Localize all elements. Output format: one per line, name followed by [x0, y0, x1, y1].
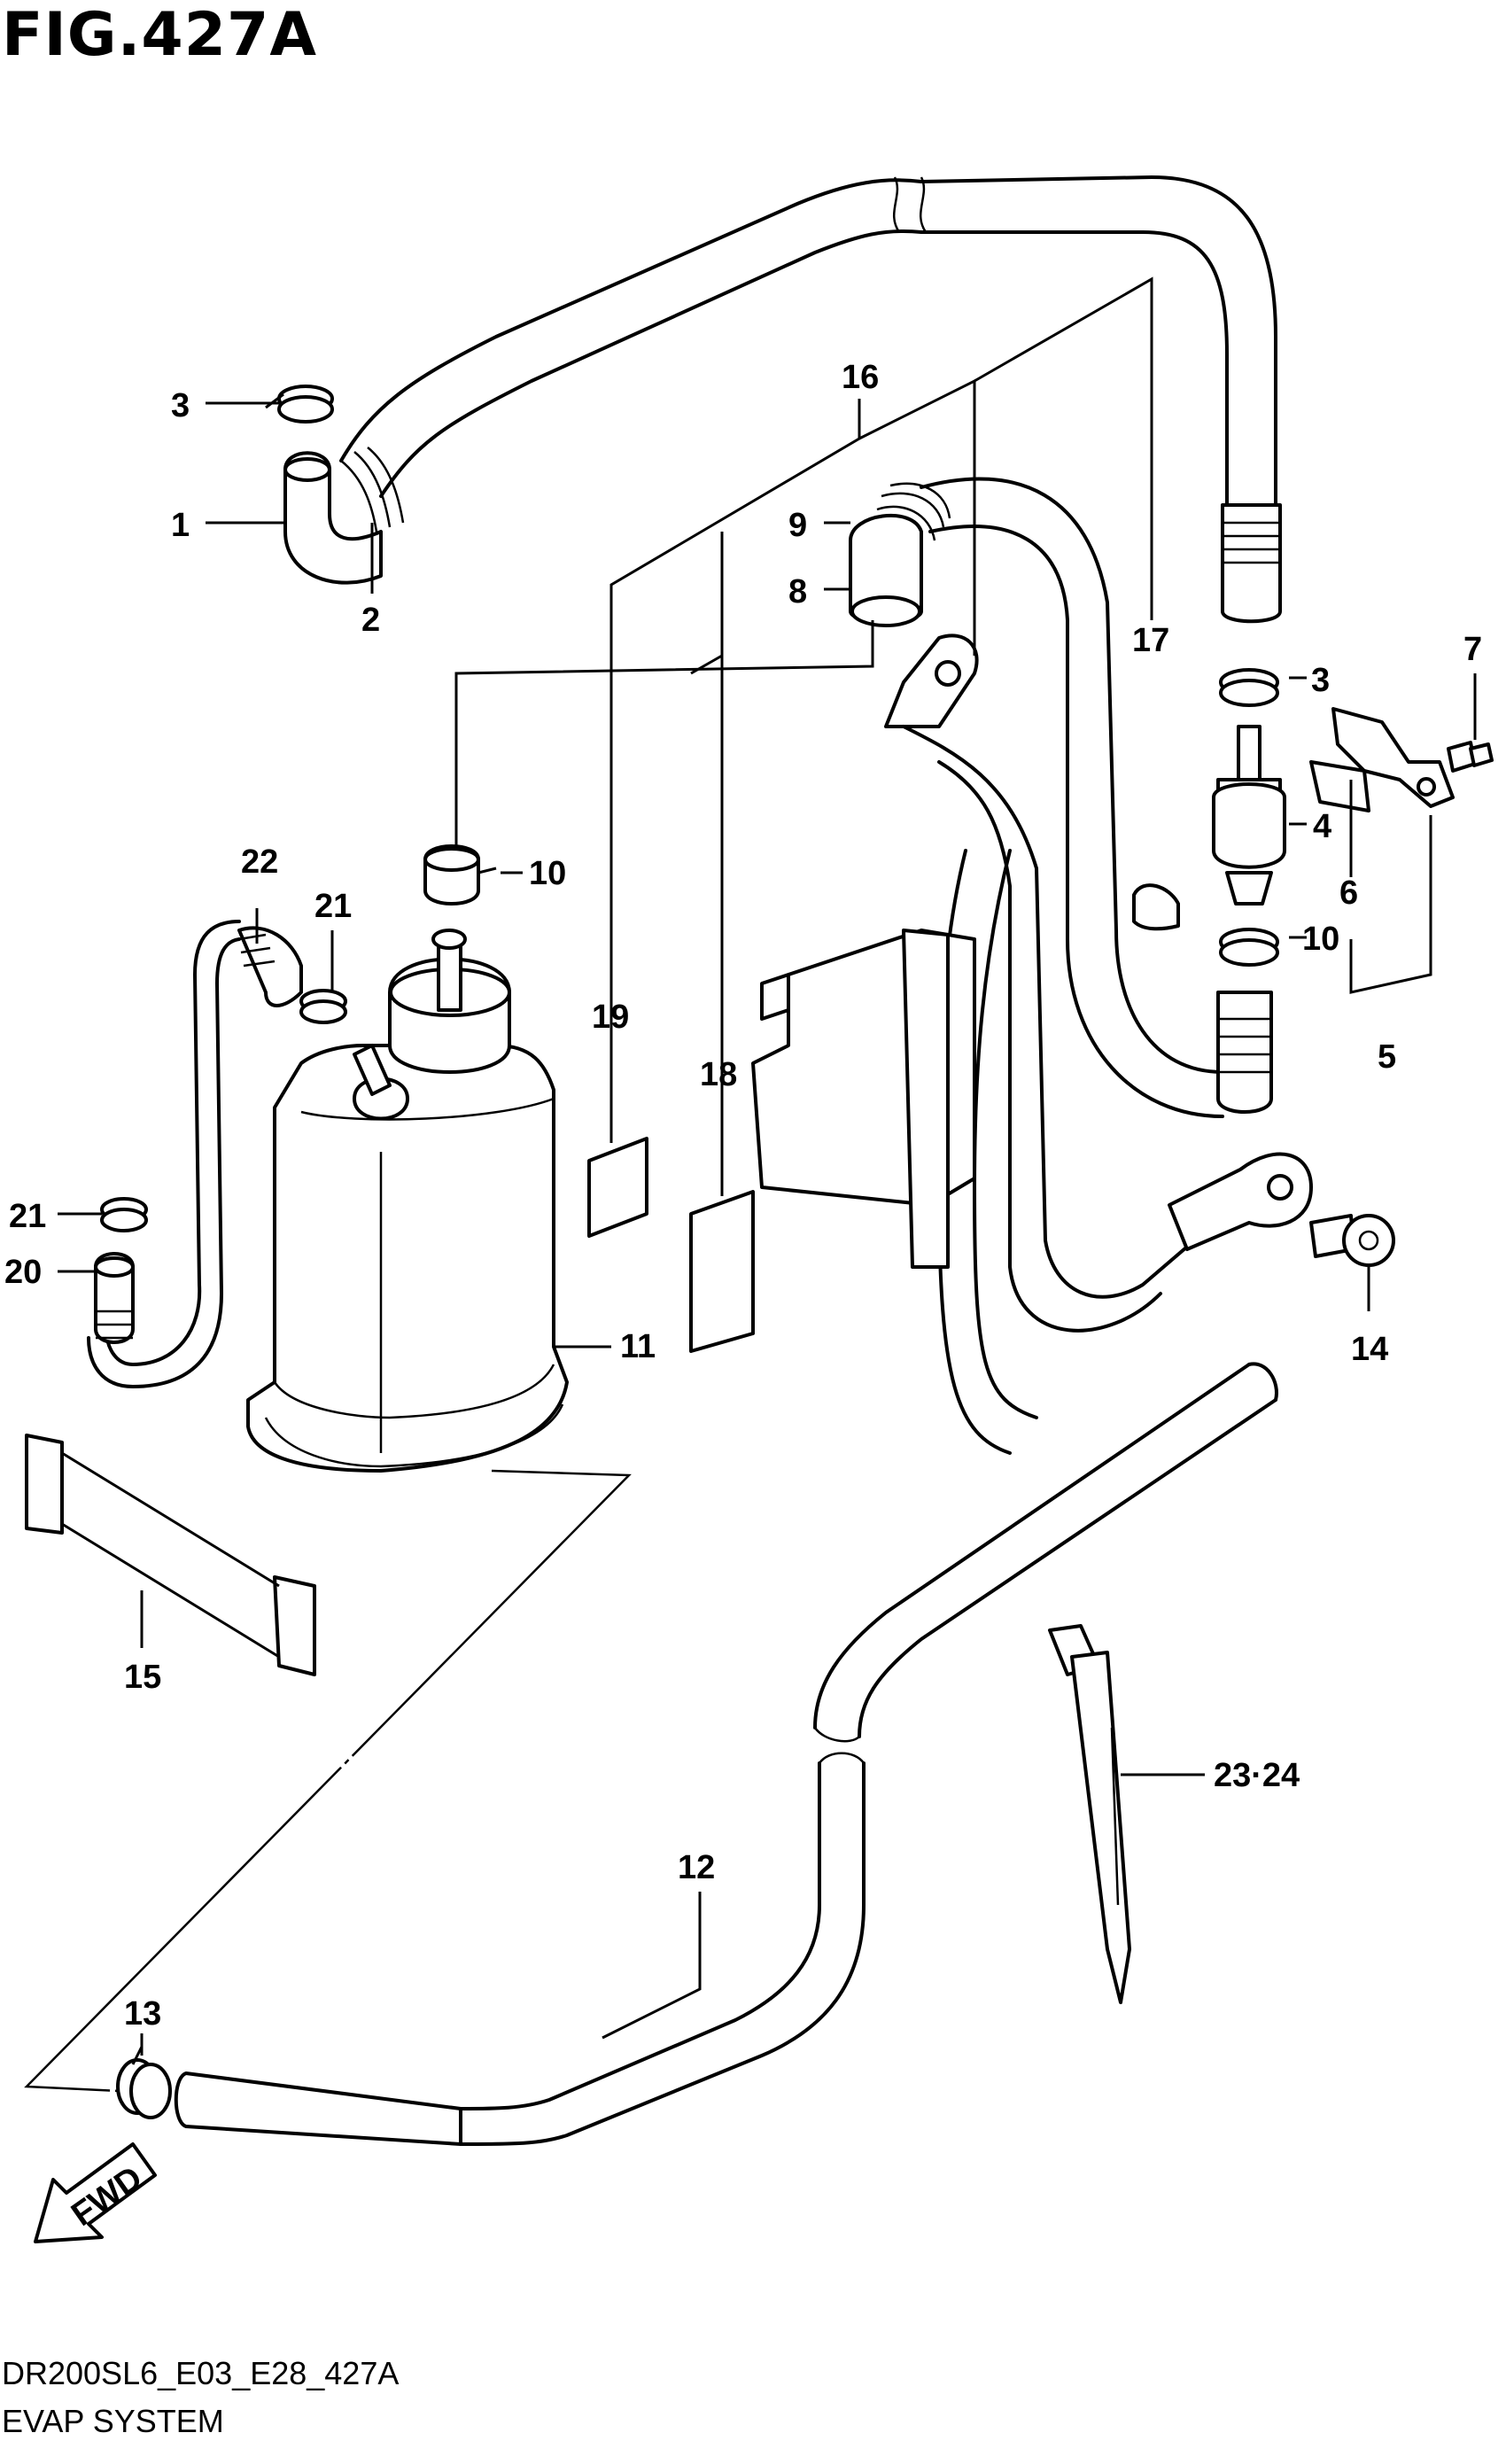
label-part-18: [689, 1190, 755, 1353]
callout-10-right: 10: [1302, 921, 1339, 958]
callout-14: 14: [1351, 1331, 1388, 1368]
hose-clamp-part-3-left: [265, 385, 334, 424]
callout-11: 11: [620, 1328, 656, 1365]
bolt-part-14: [1309, 1214, 1395, 1267]
figure-name: EVAP SYSTEM: [2, 2403, 224, 2439]
callout-21-upper: 21: [314, 888, 352, 925]
bracket-part-5-6: [1309, 707, 1455, 812]
callout-2: 2: [361, 602, 380, 639]
callout-20: 20: [4, 1254, 42, 1291]
bolt-part-7: [1447, 741, 1494, 773]
hose-clamp-part-3-right: [1219, 668, 1279, 707]
canister-part-11: [246, 929, 569, 1473]
callout-7: 7: [1463, 631, 1482, 668]
callout-5: 5: [1378, 1038, 1396, 1076]
vent-tube-bracket: [884, 633, 1313, 1455]
cable-tie-part-23-24: [1048, 1624, 1131, 2004]
callout-22: 22: [241, 843, 278, 881]
callout-13: 13: [124, 1995, 161, 2033]
label-part-19: [587, 1137, 648, 1238]
callout-10-middle: 10: [529, 855, 566, 892]
drain-hose-part-12: [174, 1362, 1278, 2146]
purge-hose-loop: [920, 477, 1273, 1118]
fwd-arrow-icon: FWD: [34, 2142, 157, 2243]
hose-clamp-part-21-upper: [299, 989, 347, 1024]
leader-canister-to-clamp: [24, 1469, 632, 2093]
callout-17: 17: [1132, 622, 1169, 659]
callout-16: 16: [842, 359, 879, 396]
callout-12: 12: [678, 1849, 715, 1886]
callout-6: 6: [1339, 874, 1358, 912]
hose-clamp-part-10-middle: [423, 844, 497, 906]
hose-clamp-part-13: [116, 2046, 172, 2119]
callout-23-24: 23·24: [1214, 1757, 1300, 1794]
figure-title: FIG.427A: [2, 0, 317, 70]
callout-8: 8: [788, 573, 807, 610]
mounting-plate: [751, 929, 976, 1269]
callout-15: 15: [124, 1659, 161, 1696]
callout-3-right: 3: [1311, 662, 1330, 699]
canister-band-part-15: [25, 1434, 316, 1676]
upper-vent-hose: [339, 175, 1282, 624]
callout-labels: 1 2 3 3 4 5 6 7 8 9 10 10 11 12 13 14 15…: [4, 359, 1482, 2033]
callout-18: 18: [700, 1056, 737, 1093]
figure-code: DR200SL6_E03_E28_427A: [2, 2355, 400, 2391]
callout-9: 9: [788, 507, 807, 544]
clip-part-17: [1132, 883, 1180, 931]
callout-1: 1: [171, 507, 190, 544]
check-valve-part-4: [1212, 725, 1286, 906]
callout-21-lower: 21: [9, 1198, 46, 1235]
callout-3-left: 3: [171, 387, 190, 424]
leader-lines: [58, 276, 1477, 2056]
canister-hose-part-20-22: [87, 920, 303, 1388]
hose-clamp-part-10-right: [1219, 928, 1279, 967]
hose-joint-part-8-9: [849, 482, 951, 627]
callout-4: 4: [1313, 808, 1331, 845]
elbow-hose-part-1: [283, 447, 405, 585]
hose-clamp-part-21-lower: [100, 1197, 148, 1232]
callout-19: 19: [592, 999, 629, 1036]
